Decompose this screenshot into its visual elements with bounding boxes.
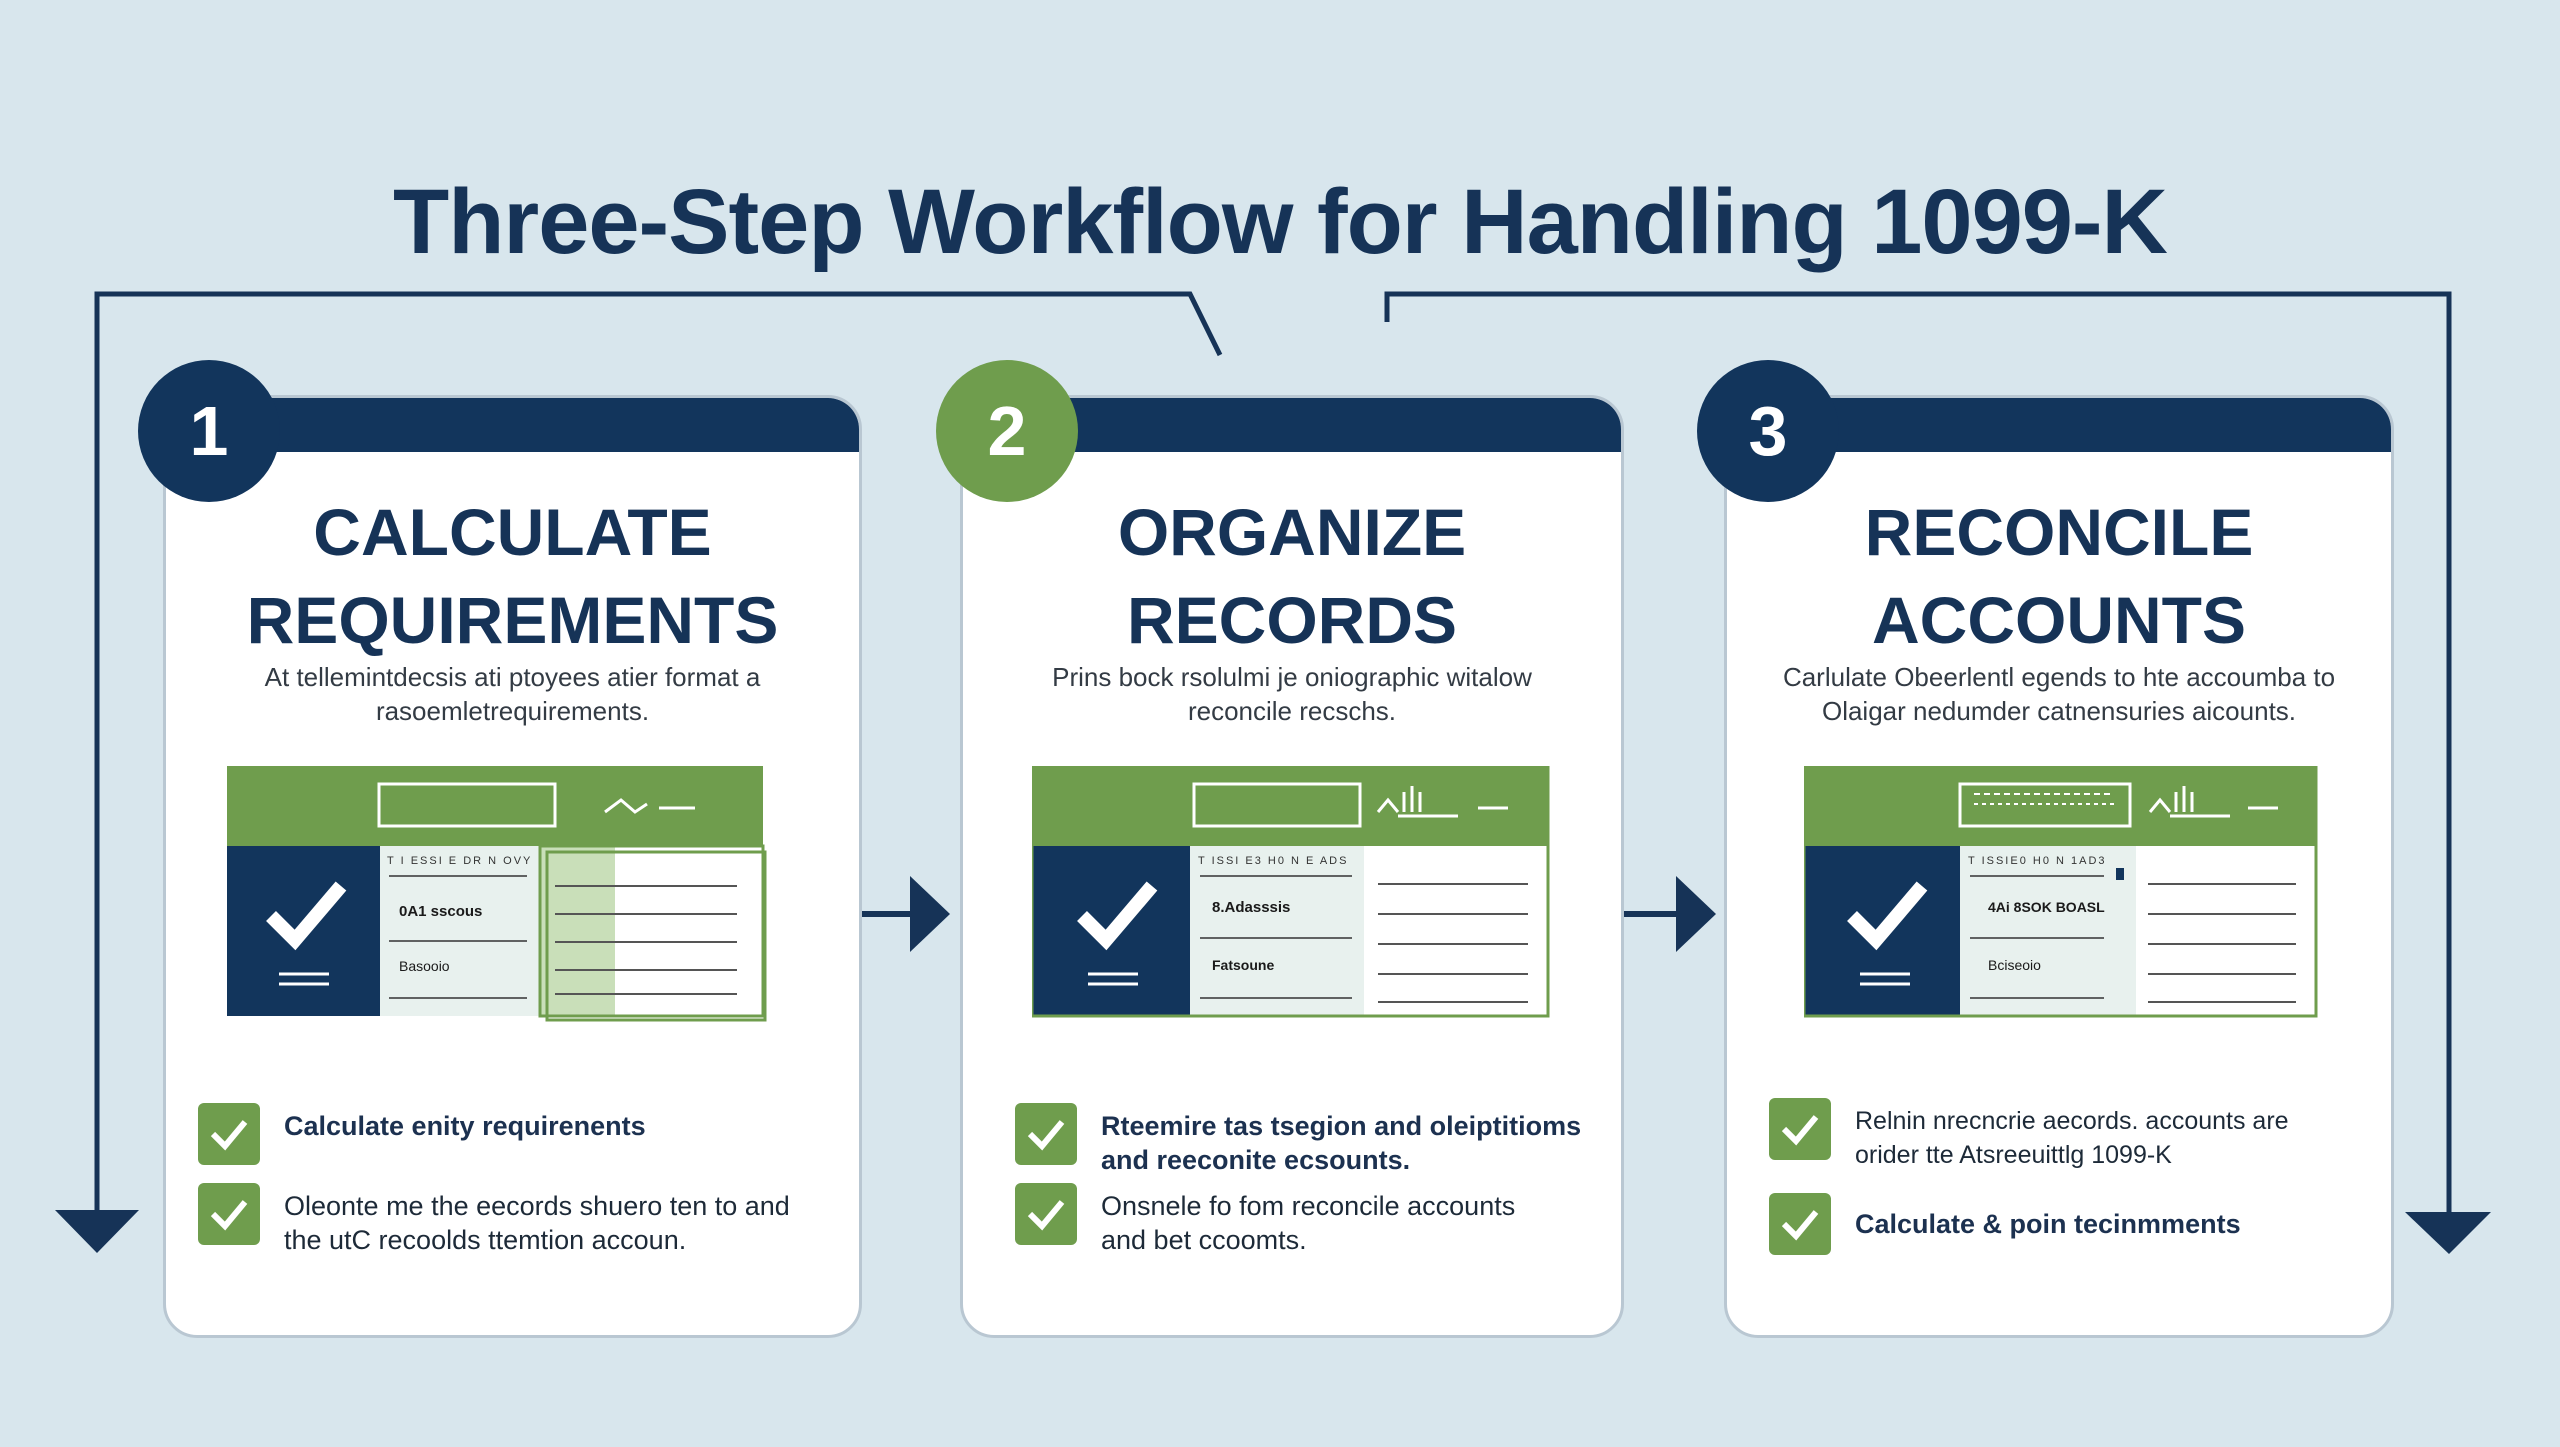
checkbox-icon (1769, 1193, 1831, 1255)
card-description: At tellemintdecsis ati ptoyees atier for… (264, 662, 761, 726)
checkbox-icon (1015, 1103, 1077, 1165)
page-title: Three-Step Workflow for Handling 1099-K (393, 170, 2168, 273)
checklist-item: Calculate & poin tecinmments (1769, 1193, 2241, 1255)
svg-text:8.Adasssis: 8.Adasssis (1212, 899, 1290, 916)
checkmark-icon (266, 881, 347, 951)
arrow-right-icon (1676, 876, 1716, 952)
form-illustration: T I ESSI E DR N OVY 0A1 sscous Basooio (227, 766, 767, 1022)
card-description: Carlulate Obeerlentl egends to hte accou… (1782, 662, 2336, 726)
svg-text:Bciseoio: Bciseoio (1988, 957, 2041, 973)
checklist-item: Rteemire tas tsegion and oleiptitioms an… (1015, 1103, 1581, 1177)
step-number-1: 1 (138, 360, 280, 502)
card-title: ORGANIZE RECORDS (1117, 495, 1467, 657)
form-illustration: T ISSI E3 H0 N E ADS 8.Adasssis Fatsoune (1032, 766, 1550, 1018)
svg-text:4Ai 8SOK BOASL: 4Ai 8SOK BOASL (1988, 899, 2105, 915)
svg-text:T ISSI E3 H0 N E ADS: T ISSI E3 H0 N E ADS (1198, 855, 1348, 867)
step-card-1: CALCULATE REQUIREMENTS At tellemintdecsi… (163, 395, 862, 1338)
checklist-item: Oleonte me the eecords shuero ten to and… (198, 1183, 790, 1257)
arrow-down-icon (55, 1210, 139, 1253)
checklist-item: Onsnele fo fom reconcile accounts and be… (1015, 1183, 1515, 1257)
checkmark-icon (1077, 881, 1158, 951)
card-title: RECONCILE ACCOUNTS (1864, 495, 2254, 657)
step-card-2: ORGANIZE RECORDS Prins bock rsolulmi je … (960, 395, 1624, 1338)
svg-text:Fatsoune: Fatsoune (1212, 957, 1274, 973)
step-card-3: RECONCILE ACCOUNTS Carlulate Obeerlentl … (1724, 395, 2394, 1338)
step-number-3: 3 (1697, 360, 1839, 502)
step-number-2: 2 (936, 360, 1078, 502)
form-illustration: T ISSIE0 H0 N 1AD3 4Ai 8SOK BOASL Bciseo… (1804, 766, 2318, 1018)
svg-text:T ISSIE0 H0 N 1AD3: T ISSIE0 H0 N 1AD3 (1968, 855, 2107, 867)
arrow-right-icon (910, 876, 950, 952)
checkbox-icon (198, 1103, 260, 1165)
checkbox-icon (1769, 1098, 1831, 1160)
card-description: Prins bock rsolulmi je oniographic wital… (1052, 662, 1532, 726)
checkbox-icon (1015, 1183, 1077, 1245)
checkbox-icon (198, 1183, 260, 1245)
svg-text:0A1 sscous: 0A1 sscous (399, 903, 482, 920)
arrow-down-icon (2405, 1212, 2491, 1254)
svg-text:T I ESSI E DR N OVY: T I ESSI E DR N OVY (387, 855, 532, 867)
card-header-bar (166, 398, 859, 452)
checkmark-icon (1847, 881, 1928, 951)
checklist-item: Relnin nrecncrie aecords. accounts are o… (1769, 1098, 2289, 1172)
svg-text:Basooio: Basooio (399, 958, 450, 974)
left-loop-line (94, 291, 1223, 1210)
card-title: CALCULATE REQUIREMENTS (246, 495, 779, 657)
checklist-item: Calculate enity requirenents (198, 1103, 646, 1165)
right-loop-line (1384, 291, 2452, 1212)
